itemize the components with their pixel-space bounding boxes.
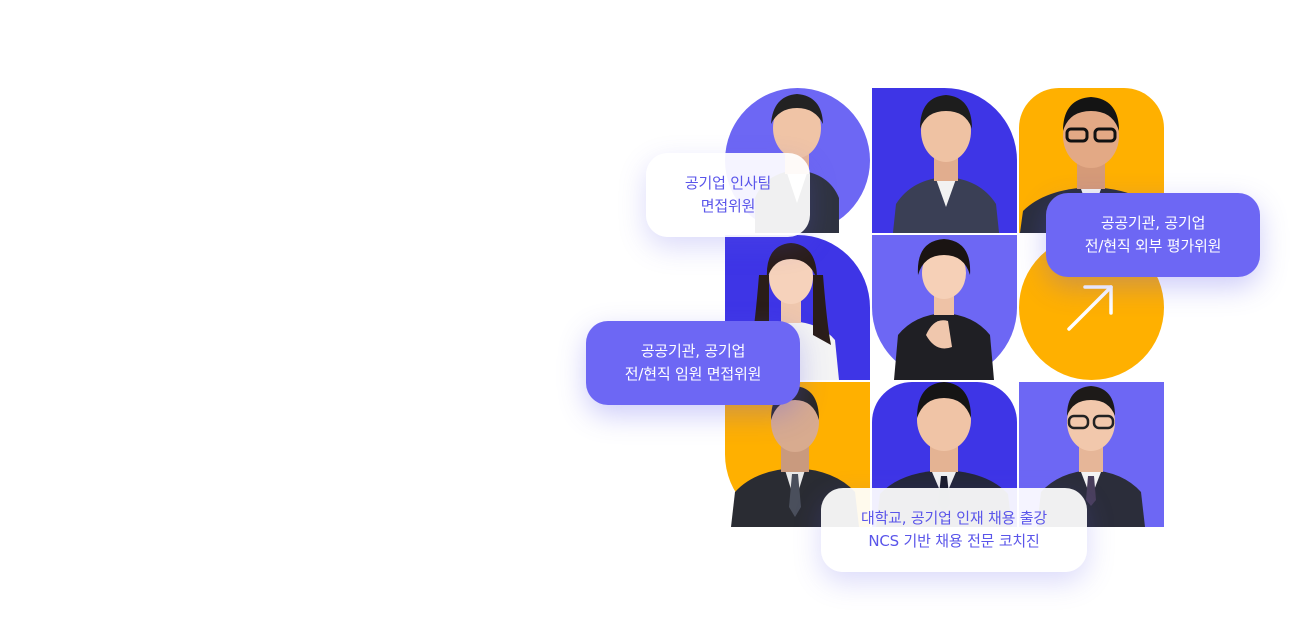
label-line1: 공기업 인사팀 bbox=[684, 174, 772, 192]
label-line2: 전/현직 임원 면접위원 bbox=[624, 365, 762, 383]
label-line2: NCS 기반 채용 전문 코치진 bbox=[868, 532, 1040, 550]
arrow-up-right-icon bbox=[1067, 285, 1113, 331]
label-line1: 공공기관, 공기업 bbox=[640, 342, 746, 360]
label-line1: 공공기관, 공기업 bbox=[1100, 214, 1206, 232]
label-external-evaluator: 공공기관, 공기업 전/현직 외부 평가위원 bbox=[1046, 193, 1260, 277]
label-line2: 전/현직 외부 평가위원 bbox=[1084, 237, 1222, 255]
coach-photo-5 bbox=[894, 239, 994, 380]
coach-photo-2 bbox=[892, 95, 1000, 233]
label-line2: 면접위원 bbox=[700, 197, 756, 215]
label-line1: 대학교, 공기업 인재 채용 출강 bbox=[860, 509, 1048, 527]
label-hr-interviewer: 공기업 인사팀 면접위원 bbox=[646, 153, 810, 237]
coach-tile-5 bbox=[872, 235, 1017, 380]
coach-tile-2 bbox=[872, 88, 1017, 233]
label-ncs-coaches: 대학교, 공기업 인재 채용 출강 NCS 기반 채용 전문 코치진 bbox=[821, 488, 1087, 572]
label-executive-interviewer: 공공기관, 공기업 전/현직 임원 면접위원 bbox=[586, 321, 800, 405]
